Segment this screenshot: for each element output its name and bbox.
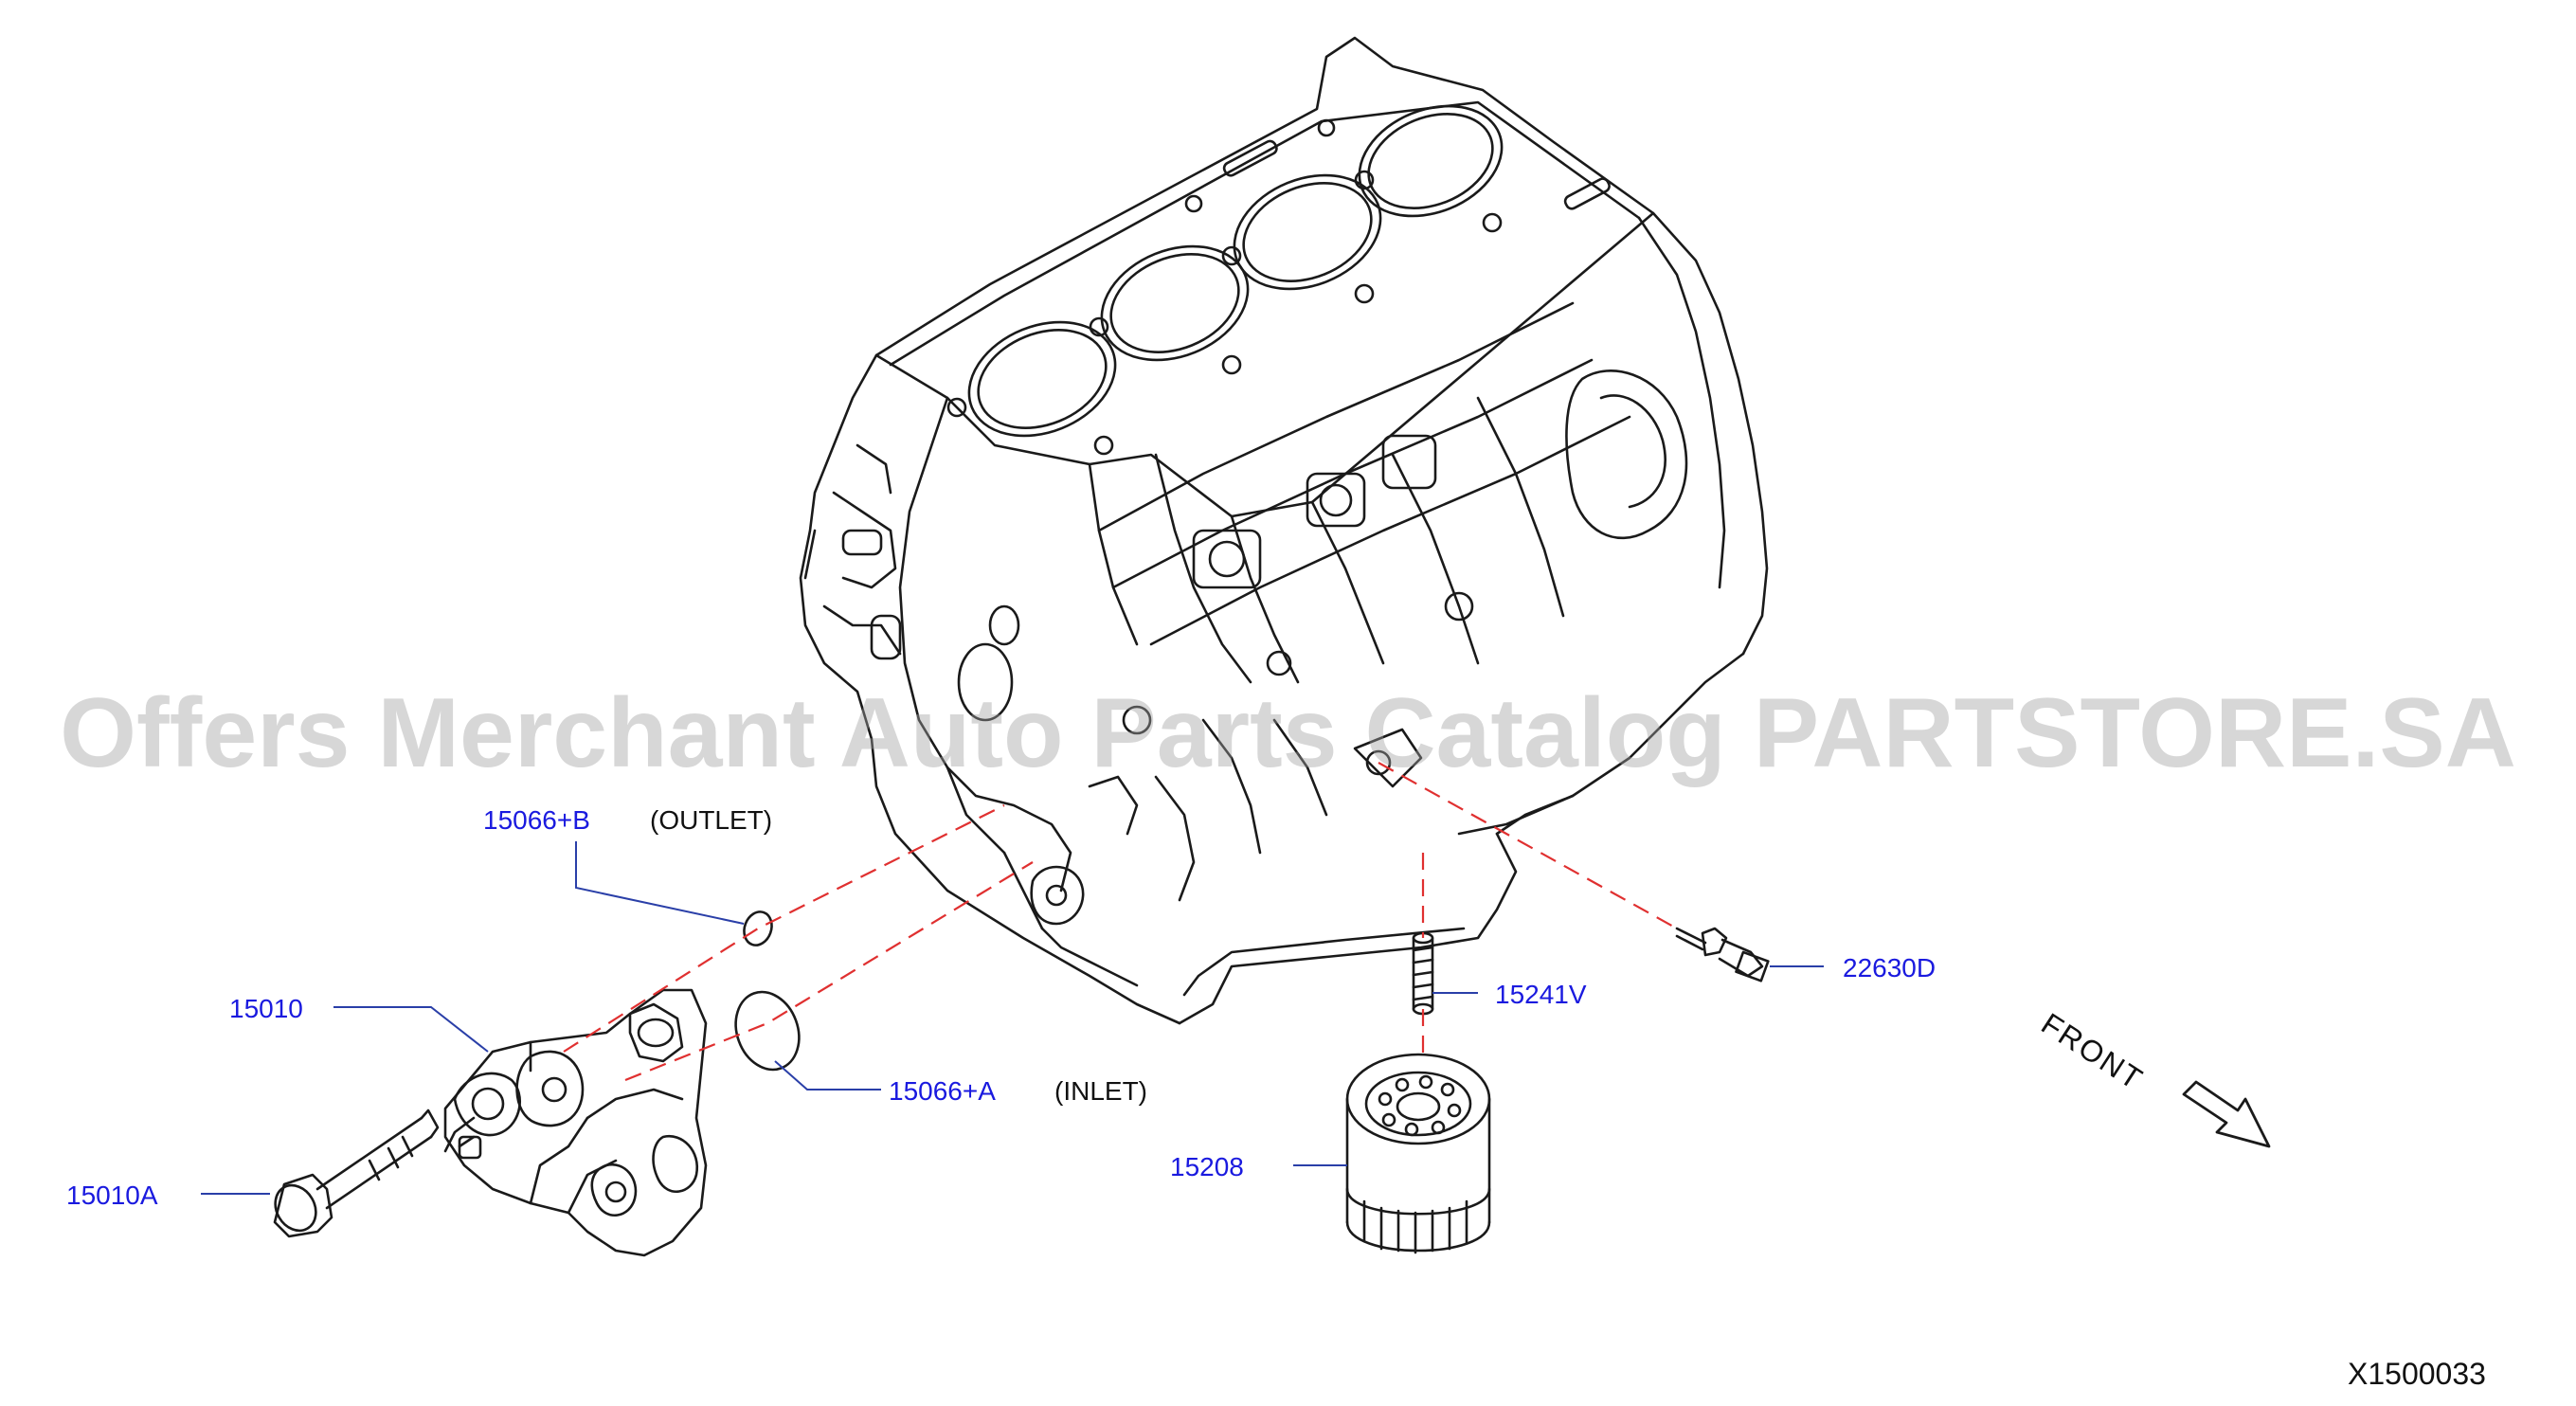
callout-22630d[interactable]: 22630D (1843, 953, 1937, 982)
alignment-lines (563, 762, 1678, 1082)
front-arrow-icon (2182, 1080, 2271, 1148)
oil-filter-15208 (1345, 1053, 1491, 1254)
inlet-note: (INLET) (1054, 1076, 1147, 1106)
callout-15208[interactable]: 15208 (1170, 1152, 1244, 1181)
callout-leaders (201, 841, 1824, 1195)
callout-15066a[interactable]: 15066+A (889, 1076, 996, 1106)
bolt-15010a (273, 1109, 440, 1238)
diagram-code: X1500033 (2348, 1357, 2486, 1391)
sensor-22630d (1675, 927, 1770, 982)
engine-block (799, 36, 1769, 1025)
o-ring-15066b (743, 910, 773, 946)
o-ring-15066a (734, 990, 801, 1072)
callout-15010a[interactable]: 15010A (66, 1181, 158, 1210)
callout-15241v[interactable]: 15241V (1495, 980, 1587, 1009)
callout-15010[interactable]: 15010 (229, 994, 303, 1023)
outlet-note: (OUTLET) (650, 805, 773, 835)
oil-pump-15010 (443, 988, 708, 1257)
cylinder-bores (967, 104, 1504, 438)
callout-15066b[interactable]: 15066+B (483, 805, 590, 835)
